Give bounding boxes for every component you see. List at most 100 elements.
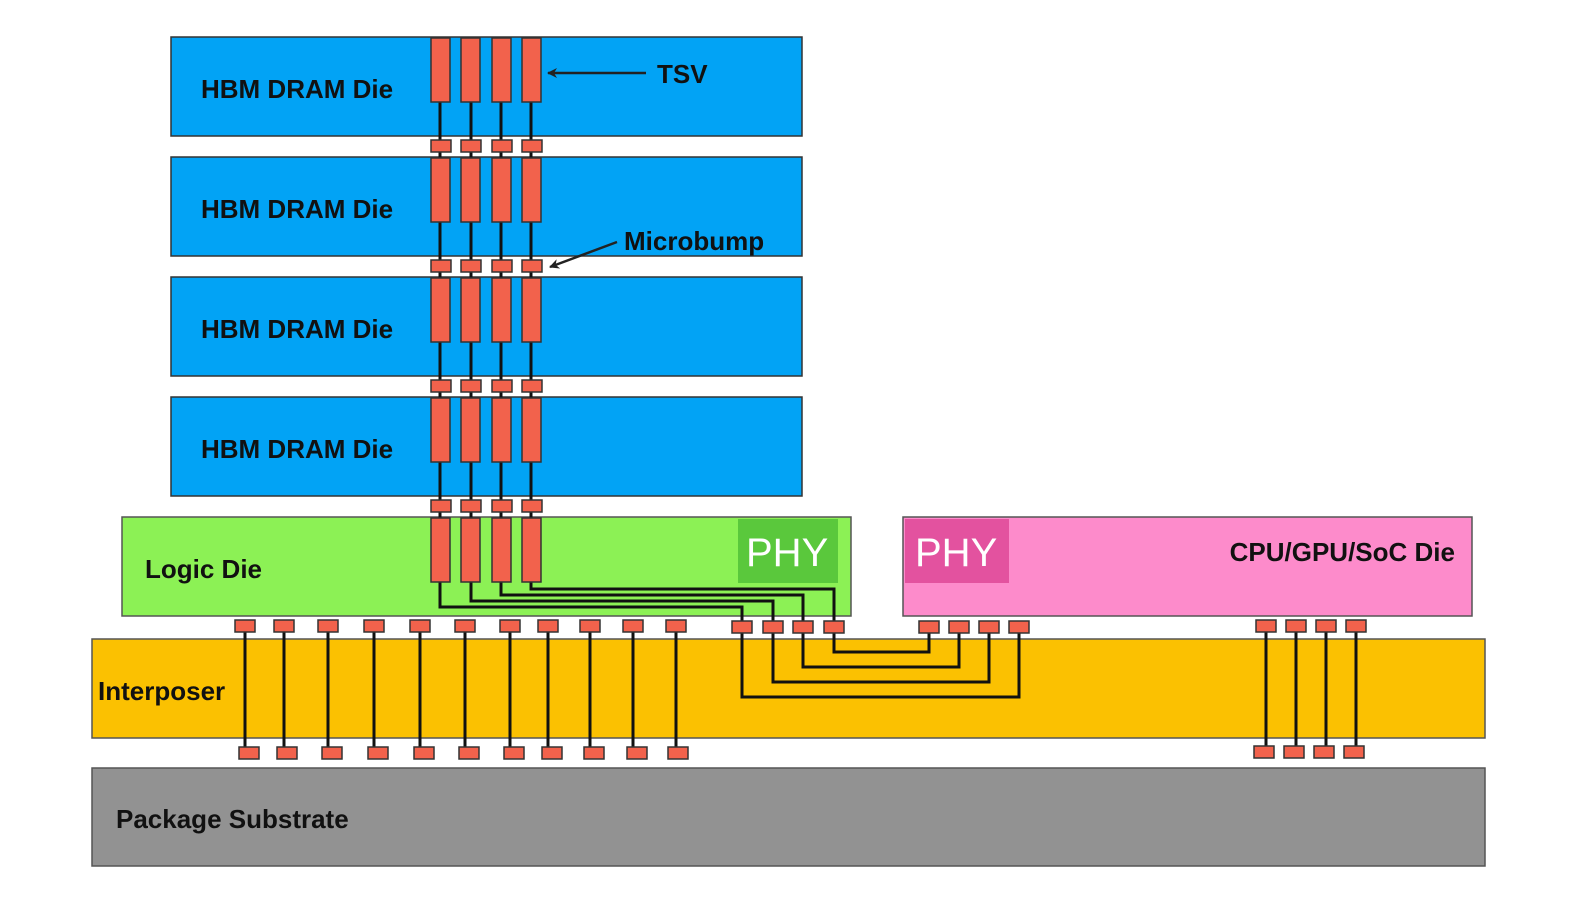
microbump [409,619,431,633]
c4-bump [1343,745,1365,759]
microbump [460,499,482,513]
microbump [1008,620,1030,634]
dram-die-label: HBM DRAM Die [201,314,393,344]
dram-die-body [170,36,803,137]
tsv-bar [491,397,512,463]
microbump [521,139,543,153]
c4-bump [667,746,689,760]
dram-stack: HBM DRAM Die HBM DRAM Die HBM DRAM Die H… [170,36,803,497]
c4-bump [503,746,525,760]
c4-bump [1283,745,1305,759]
dram-die-label: HBM DRAM Die [201,434,393,464]
dram-die-body [170,156,803,257]
tsv-bar [491,517,512,583]
dram-die: HBM DRAM Die [170,276,803,377]
microbump [454,619,476,633]
interposer: Interposer [91,638,1486,739]
microbump [491,499,513,513]
logic-die-label: Logic Die [145,554,262,584]
c4-bump [321,746,343,760]
microbump [317,619,339,633]
c4-bump [541,746,563,760]
soc-phy-block [905,519,1009,583]
tsv-bar [491,157,512,223]
c4-bump [276,746,298,760]
dram-die-body [170,396,803,497]
stack-microbumps [430,139,543,513]
microbump [460,139,482,153]
microbump [537,619,559,633]
microbump [491,379,513,393]
tsv-bar [460,397,481,463]
microbump-label: Microbump [624,226,764,256]
tsv-bars [430,37,542,583]
tsv-bar [521,37,542,103]
tsv-annotation: TSV [547,59,708,89]
microbump [918,620,940,634]
microbump [491,259,513,273]
tsv-bar [430,37,451,103]
substrate-label: Package Substrate [116,804,349,834]
microbump-arrow [549,240,618,269]
microbump [948,620,970,634]
microbump [622,619,644,633]
soc-die: PHY CPU/GPU/SoC Die [902,516,1473,617]
interposer-label: Interposer [98,676,225,706]
c4-bump [367,746,389,760]
microbump [430,379,452,393]
microbump [234,619,256,633]
microbump [1345,619,1367,633]
tsv-bar [491,277,512,343]
microbump [491,139,513,153]
interposer-vias [243,628,1358,753]
tsv-bar [430,397,451,463]
dram-die: HBM DRAM Die [170,36,803,137]
tsv-bar [460,37,481,103]
microbump [978,620,1000,634]
microbump [499,619,521,633]
microbump [762,620,784,634]
tsv-bar [521,397,542,463]
package-substrate: Package Substrate [91,767,1486,867]
substrate-bumps [238,745,1365,760]
microbump [665,619,687,633]
microbump [823,620,845,634]
logic-phy-label: PHY [746,531,828,575]
soc-phy-label: PHY [915,531,997,575]
tsv-bar [460,517,481,583]
c4-bump [626,746,648,760]
microbump [521,499,543,513]
c4-bump [1313,745,1335,759]
tsv-bar [460,277,481,343]
c4-bump [413,746,435,760]
microbump [460,379,482,393]
dram-die-label: HBM DRAM Die [201,74,393,104]
microbump [363,619,385,633]
dram-die-body [170,276,803,377]
c4-bump [583,746,605,760]
dram-die: HBM DRAM Die [170,156,803,257]
soc-die-label: CPU/GPU/SoC Die [1230,537,1455,567]
microbump [792,620,814,634]
microbump [430,139,452,153]
interconnect-wire [438,583,1021,699]
logic-phy-block [738,519,838,583]
interposer-top-bumps [234,619,1367,634]
tsv-bar [521,277,542,343]
interconnect-wire [469,583,991,684]
microbump [1285,619,1307,633]
microbump [521,259,543,273]
microbump [1315,619,1337,633]
tsv-bar [430,277,451,343]
tsv-bar [491,37,512,103]
microbump [430,259,452,273]
microbump [579,619,601,633]
tsv-bar [460,157,481,223]
tsv-label: TSV [657,59,708,89]
c4-bump [1253,745,1275,759]
microbump [460,259,482,273]
tsv-bar [521,517,542,583]
dram-die-label: HBM DRAM Die [201,194,393,224]
